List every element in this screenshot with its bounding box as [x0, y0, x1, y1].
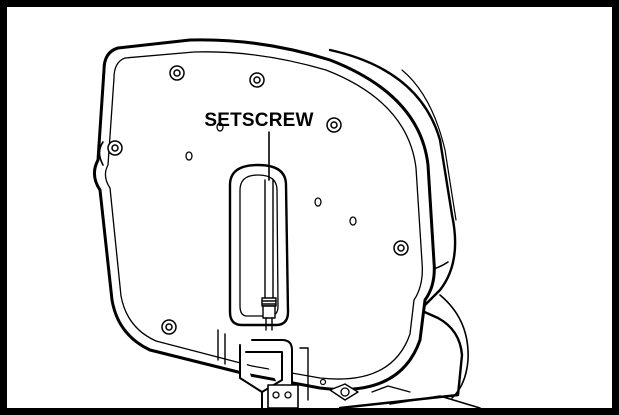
screw-holes: [107, 65, 409, 335]
setscrew-callout-label: SETSCREW: [204, 110, 313, 131]
mount-plate-illustration: SETSCREW: [93, 38, 481, 408]
rim-lip: [401, 69, 457, 221]
edge-notch: [98, 141, 104, 166]
side-bulge: [439, 294, 469, 399]
slot-inner: [239, 174, 279, 317]
plate-bevel: [104, 51, 423, 380]
adjustment-slot: [228, 163, 290, 327]
small-holes: [185, 122, 357, 226]
lower-bracket: [217, 329, 481, 408]
setscrew: [261, 179, 277, 331]
